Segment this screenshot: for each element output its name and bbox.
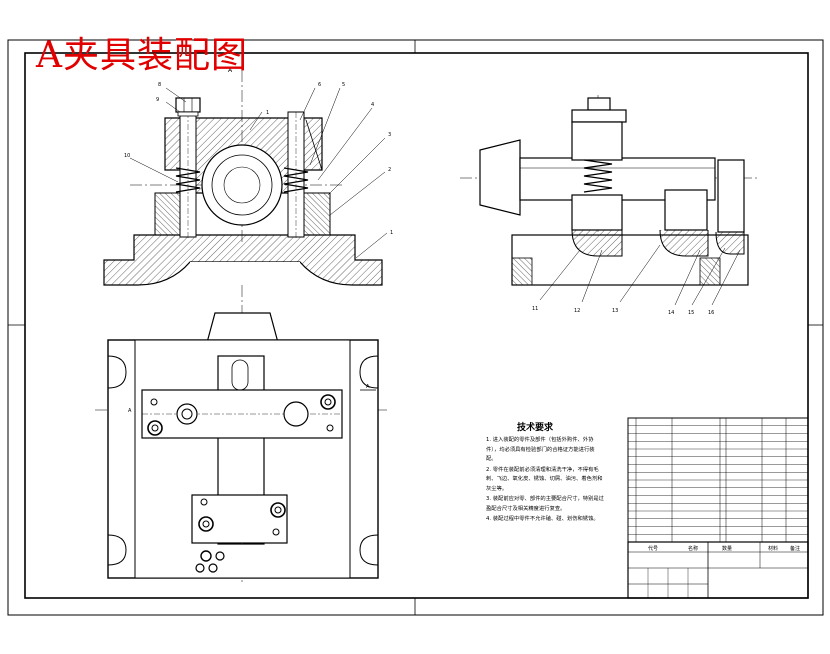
leader-label: 11	[532, 306, 538, 312]
top-view: A A	[95, 285, 390, 585]
leader-label: 16	[708, 310, 714, 316]
drawing-title: A夹具装配图	[36, 35, 248, 76]
tech-requirement-item: 1. 进入装配的零件及部件（包括外购件、外协件），均必须具有检验部门的合格证方能…	[486, 437, 595, 462]
title-block: 代号 名称 数量 材料 备注	[627, 541, 809, 599]
tech-requirements-body: 1. 进入装配的零件及部件（包括外购件、外协件），均必须具有检验部门的合格证方能…	[486, 436, 604, 526]
tech-requirements-heading: 技术要求	[516, 423, 553, 433]
col-note-header: 备注	[790, 545, 800, 552]
leader-label: 15	[688, 310, 694, 316]
parts-list	[627, 417, 809, 543]
section-mark: A	[228, 67, 233, 74]
col-code-header: 代号	[648, 545, 658, 552]
leader-label: 4	[371, 102, 374, 108]
col-material-header: 材料	[768, 545, 778, 552]
tech-requirement-item: 4. 装配过程中零件不允许磕、碰、划伤和锈蚀。	[486, 516, 599, 522]
side-view: 11 12 13 14 15 16	[460, 95, 760, 316]
leader-label: 1	[390, 230, 393, 236]
section-mark: A	[366, 384, 370, 390]
tech-requirement-item: 2. 零件在装配前必须清理和清洗干净，不得有毛刺、飞边、氧化皮、锈蚀、切屑、油污…	[486, 466, 603, 492]
leader-label: 3	[388, 132, 391, 138]
leader-label: 1	[266, 110, 269, 116]
leader-label: 9	[156, 97, 159, 103]
tech-requirement-item: 3. 装配前应对零、部件的主要配合尺寸，特别是过盈配合尺寸及相关精度进行复查。	[486, 496, 604, 512]
leader-label: 8	[158, 82, 161, 88]
leader-label: 13	[612, 308, 618, 314]
col-qty-header: 数量	[722, 545, 732, 552]
leader-label: 6	[318, 82, 321, 88]
sheet-frame	[7, 39, 824, 616]
leader-label: 2	[388, 167, 391, 173]
leader-label: 12	[574, 308, 580, 314]
col-name-header: 名称	[688, 545, 698, 552]
view-label: A	[128, 408, 132, 414]
leader-label: 5	[342, 82, 345, 88]
leader-label: 10	[124, 153, 130, 159]
leader-label: 14	[668, 310, 674, 316]
front-section-view: 8 9 1 6 5 4 3 2 1 10 A	[103, 67, 393, 286]
